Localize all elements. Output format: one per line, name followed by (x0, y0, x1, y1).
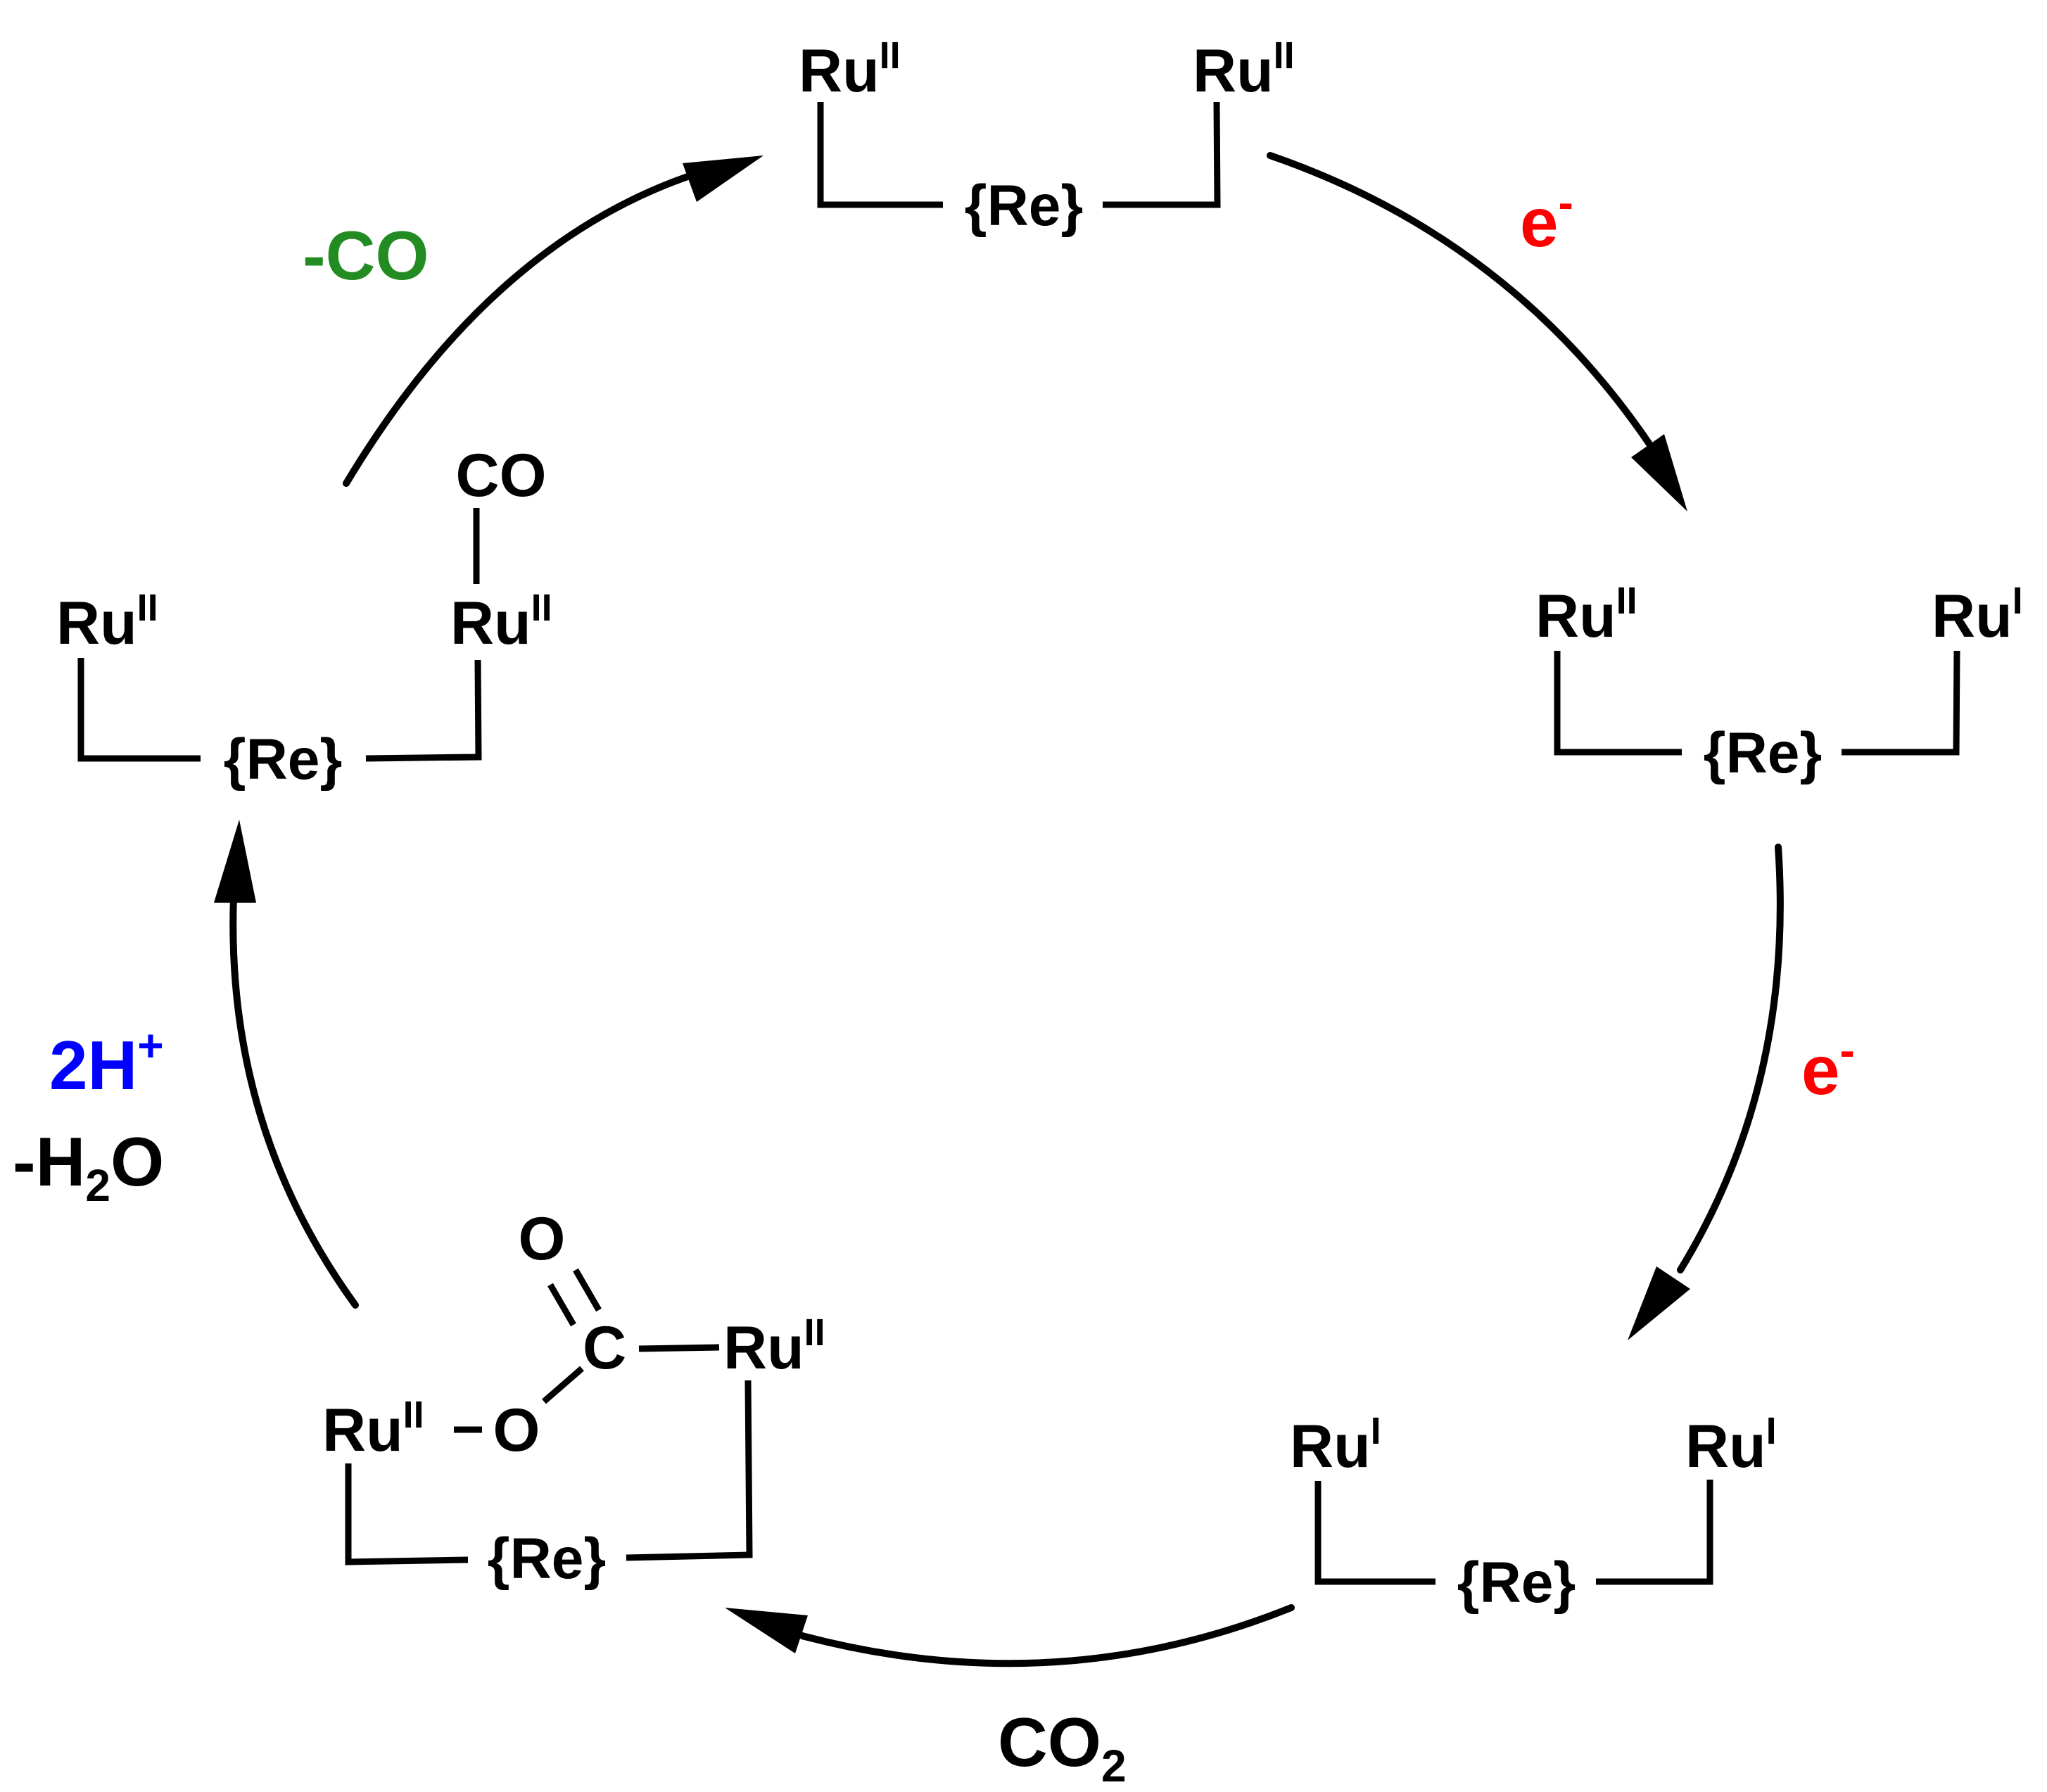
bond-line (1842, 650, 1960, 756)
re-center-label: {Re} (224, 727, 343, 792)
ru-left-label: RuII (1535, 580, 1637, 650)
step-labels: e- e- CO2 2H+ -H2O -CO (13, 177, 1855, 1791)
co-ligand-label: CO (456, 442, 547, 509)
ru-left-label: RuII (322, 1394, 424, 1464)
re-center-label: {Re} (1704, 721, 1823, 785)
ru-left-label: RuII (56, 587, 158, 657)
bond-line (345, 1463, 469, 1565)
c-o-double-bond-a (573, 1268, 602, 1312)
arrow-protonation (229, 894, 359, 1309)
complex-right: {Re} RuII RuI (1535, 580, 2023, 785)
bond-line (817, 102, 943, 208)
electron-label-2: e- (1801, 1025, 1855, 1109)
co2-label: CO2 (998, 1703, 1127, 1791)
c-o-double-bond-b (547, 1283, 576, 1327)
arrow-co2-binding (799, 1604, 1295, 1667)
bond-line (1596, 1480, 1713, 1585)
complex-bottom-left: {Re} RuII O C O RuII (322, 1205, 825, 1591)
complex-left: {Re} CO RuII RuII (56, 442, 552, 792)
arrow-co-release (343, 169, 704, 487)
ru-left-label: RuI (1290, 1410, 1381, 1480)
re-center-label: {Re} (1457, 1551, 1576, 1615)
protons-label: 2H+ (49, 1020, 164, 1104)
c-ru-bond (638, 1344, 720, 1352)
carbon-label: C (583, 1314, 626, 1382)
re-center-label: {Re} (965, 174, 1084, 238)
ru-left-label: RuII (799, 34, 901, 105)
arrowhead-protonation (214, 820, 256, 903)
ru-right-label: RuII (450, 587, 552, 657)
arrowhead-reduction-1 (1631, 434, 1687, 511)
bond-line (77, 658, 201, 762)
bond-line (1554, 651, 1682, 756)
complex-bottom-right: {Re} RuI RuI (1290, 1410, 1777, 1615)
ru-right-label: RuI (1685, 1410, 1777, 1480)
bond-line (626, 1380, 753, 1561)
electron-label-1: e- (1520, 177, 1573, 261)
ru-right-label: RuII (1193, 34, 1295, 105)
bond-line (365, 659, 482, 762)
complex-top: {Re} RuII RuII (799, 34, 1295, 238)
co-loss-label: -CO (303, 217, 429, 294)
cycle-arrows (214, 152, 1784, 1667)
arrowhead-reduction-2 (1628, 1266, 1690, 1340)
re-center-label: {Re} (488, 1527, 607, 1591)
ru-right-label: RuII (723, 1311, 825, 1382)
arrowhead-co2-binding (725, 1608, 808, 1653)
bridging-oxygen-label: O (493, 1397, 540, 1464)
bond-line (1103, 101, 1221, 208)
bond-line (1314, 1481, 1436, 1585)
c-o-single-bond (542, 1366, 584, 1404)
carbonyl-oxygen-label: O (519, 1205, 566, 1273)
arrowhead-co-release (683, 155, 763, 202)
arrow-reduction-1 (1267, 152, 1657, 454)
arrow-reduction-2 (1677, 844, 1784, 1273)
water-loss-label: -H2O (13, 1123, 164, 1211)
ru-right-label: RuI (1932, 580, 2023, 650)
